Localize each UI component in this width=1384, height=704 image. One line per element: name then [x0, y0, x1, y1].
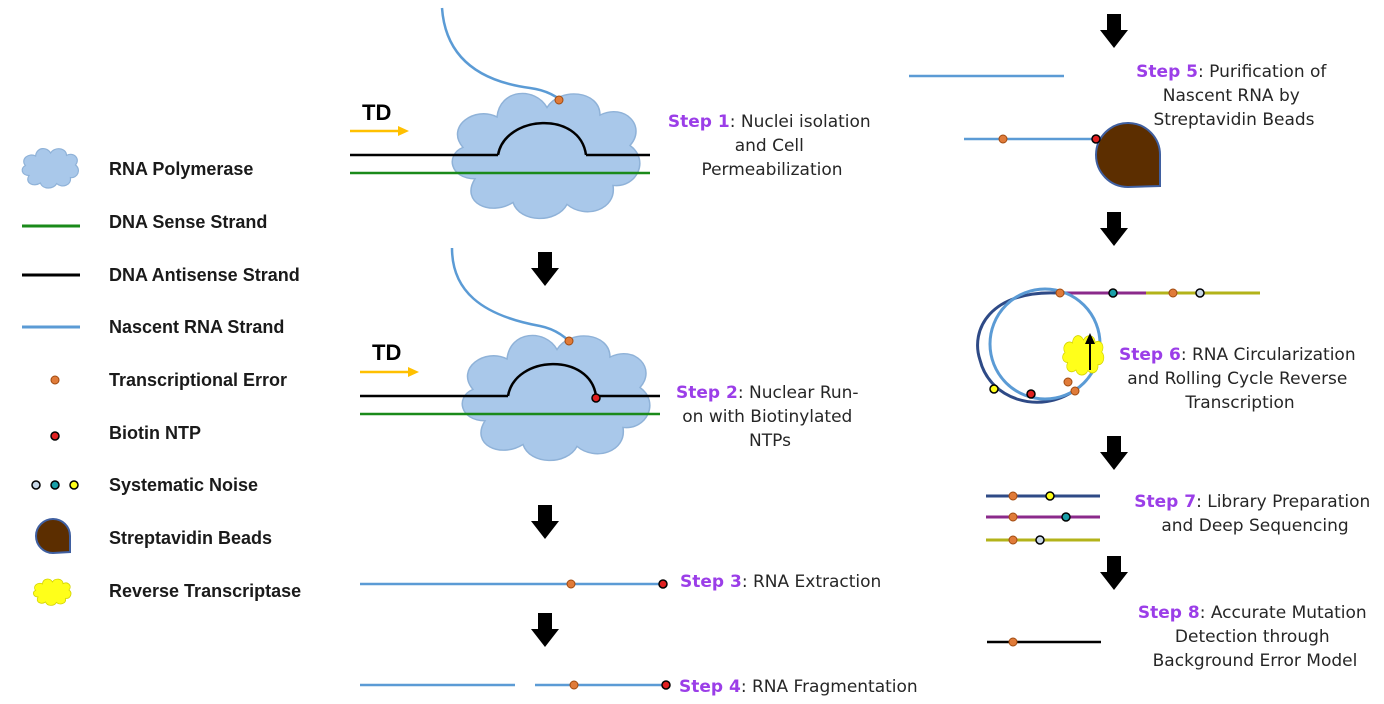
transcription-bubble — [506, 362, 598, 397]
step-7-label: Step 7: Library Preparation and Deep Seq… — [1134, 492, 1375, 536]
transcriptional-error-dot — [564, 336, 574, 346]
legend-label: DNA Sense Strand — [109, 212, 267, 232]
step-1-label: Step 1: Nuclei isolation and Cell Permea… — [668, 112, 876, 180]
transcriptional-error-dot — [554, 95, 564, 105]
legend: RNA Polymerase DNA Sense Strand DNA Anti… — [21, 147, 301, 606]
step-2-label: Step 2: Nuclear Run- on with Biotinylate… — [676, 383, 864, 451]
systematic-noise-dot — [1195, 288, 1205, 298]
down-arrow — [1100, 14, 1128, 48]
biotin-ntp-dot — [1091, 134, 1101, 144]
step-3-label: Step 3: RNA Extraction — [680, 572, 881, 592]
legend-label: Biotin NTP — [109, 423, 201, 443]
transcriptional-error-dot — [1055, 288, 1065, 298]
biotin-ntp-dot — [591, 393, 601, 403]
legend-item-rna: Nascent RNA Strand — [22, 317, 284, 337]
step-2-illustration: TD — [360, 247, 660, 462]
step-6-label: Step 6: RNA Circularization and Rolling … — [1119, 345, 1361, 413]
td-label: TD — [362, 100, 391, 125]
transcriptional-error-dot — [1168, 288, 1178, 298]
transcriptional-error-dot — [1008, 637, 1018, 647]
legend-item-antisense: DNA Antisense Strand — [22, 265, 300, 285]
systematic-noise-dot — [1045, 491, 1055, 501]
step-5-label: Step 5: Purification of Nascent RNA by S… — [1136, 62, 1332, 130]
legend-label: Streptavidin Beads — [109, 528, 272, 548]
systematic-noise-dot — [1061, 512, 1071, 522]
systematic-noise-dot — [1108, 288, 1118, 298]
step-7-illustration — [986, 491, 1100, 545]
down-arrow — [531, 505, 559, 539]
down-arrow — [1100, 556, 1128, 590]
legend-label: RNA Polymerase — [109, 159, 253, 179]
yellow-cloud-icon — [33, 578, 72, 606]
transcriptional-error-dot — [1008, 535, 1018, 545]
legend-label: Nascent RNA Strand — [109, 317, 284, 337]
step-8-illustration — [987, 637, 1101, 647]
legend-item-polymerase: RNA Polymerase — [21, 147, 253, 189]
transcription-bubble — [496, 121, 588, 156]
td-arrow-head — [398, 126, 409, 136]
legend-item-noise: Systematic Noise — [31, 475, 258, 495]
biotin-ntp-dot — [658, 579, 668, 589]
transcriptional-error-dot — [1070, 386, 1080, 396]
legend-item-biotin: Biotin NTP — [50, 423, 201, 443]
systematic-noise-dot — [989, 384, 999, 394]
transcriptional-error-dot — [566, 579, 576, 589]
transcriptional-error-dot — [569, 680, 579, 690]
bead-icon — [35, 518, 71, 555]
orange-dot-icon — [50, 375, 60, 385]
legend-label: DNA Antisense Strand — [109, 265, 300, 285]
transcriptional-error-dot — [1008, 512, 1018, 522]
polymerase-cloud-icon — [21, 147, 80, 189]
td-arrow-head — [408, 367, 419, 377]
three-dots-icon — [31, 480, 79, 490]
legend-item-rt: Reverse Transcriptase — [33, 578, 301, 606]
transcriptional-error-dot — [998, 134, 1008, 144]
step-4-label: Step 4: RNA Fragmentation — [679, 677, 918, 697]
rolling-direction-arrow-head — [1085, 333, 1095, 344]
step-6-illustration — [976, 287, 1260, 404]
legend-label: Systematic Noise — [109, 475, 258, 495]
step-8-label: Step 8: Accurate Mutation Detection thro… — [1138, 603, 1372, 671]
transcriptional-error-dot — [1008, 491, 1018, 501]
down-arrow — [1100, 436, 1128, 470]
biotin-ntp-dot — [1026, 389, 1036, 399]
legend-item-bead: Streptavidin Beads — [35, 518, 272, 555]
down-arrow — [531, 613, 559, 647]
transcriptional-error-dot — [1063, 377, 1073, 387]
reverse-transcriptase-cloud — [1062, 335, 1105, 376]
step-4-illustration — [360, 680, 671, 690]
streptavidin-bead — [1095, 122, 1162, 189]
legend-item-error: Transcriptional Error — [50, 370, 287, 390]
biotin-ntp-dot — [661, 680, 671, 690]
legend-label: Reverse Transcriptase — [109, 581, 301, 601]
rna-polymerase-cloud — [461, 334, 651, 462]
legend-item-sense: DNA Sense Strand — [22, 212, 267, 232]
step-1-illustration: TD — [350, 7, 650, 220]
step-3-illustration — [360, 579, 668, 589]
legend-label: Transcriptional Error — [109, 370, 287, 390]
td-label: TD — [372, 340, 401, 365]
step-5-illustration — [909, 74, 1162, 189]
red-dot-icon — [50, 431, 60, 441]
down-arrow — [531, 252, 559, 286]
down-arrow — [1100, 212, 1128, 246]
systematic-noise-dot — [1035, 535, 1045, 545]
